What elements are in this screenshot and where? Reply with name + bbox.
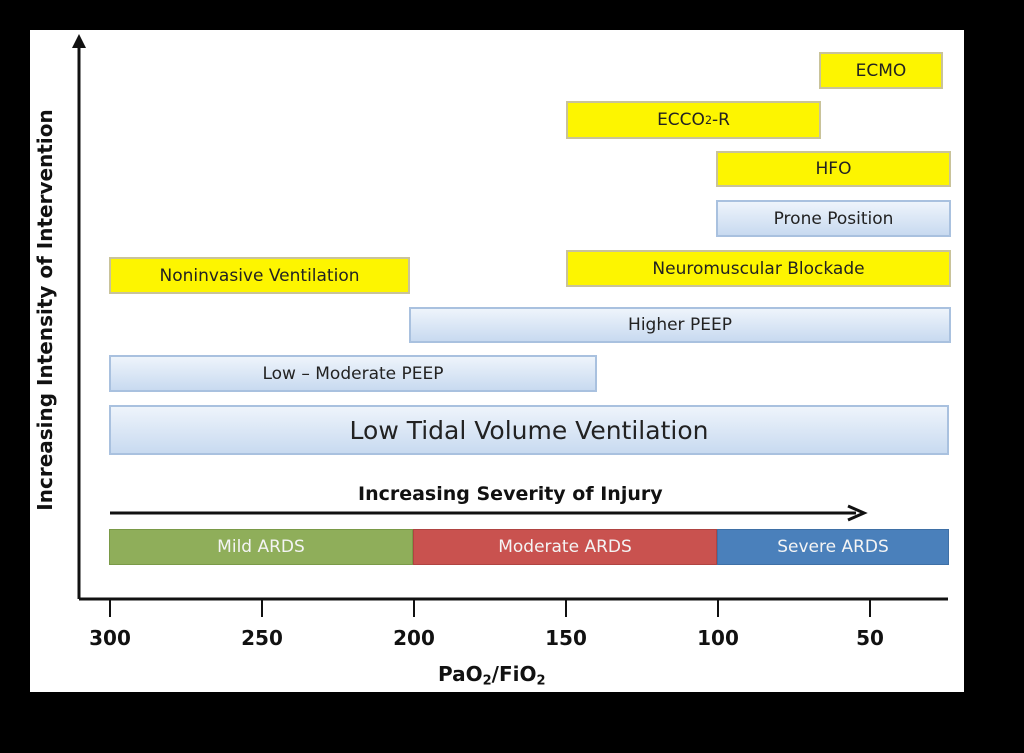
intervention-hfo: HFO	[716, 151, 951, 187]
x-tick-label: 100	[697, 626, 739, 650]
diagram-panel: Increasing Intensity of Intervention ECM…	[30, 30, 964, 692]
x-tick-label: 300	[89, 626, 131, 650]
x-tick-label: 200	[393, 626, 435, 650]
y-axis-label: Increasing Intensity of Intervention	[33, 109, 57, 511]
x-tick-label: 150	[545, 626, 587, 650]
axes-graphic	[72, 34, 948, 617]
intervention-ecmo: ECMO	[819, 52, 943, 89]
intervention-noninvasive-ventilation: Noninvasive Ventilation	[109, 257, 410, 294]
band-severe-ards: Severe ARDS	[717, 529, 949, 565]
intervention-neuromuscular-blockade: Neuromuscular Blockade	[566, 250, 951, 287]
intervention-prone-position: Prone Position	[716, 200, 951, 237]
x-tick-label: 250	[241, 626, 283, 650]
intervention-low-moderate-peep: Low – Moderate PEEP	[109, 355, 597, 392]
ecco2r-subscript: 2	[704, 113, 712, 127]
band-mild-ards: Mild ARDS	[109, 529, 413, 565]
severity-label: Increasing Severity of Injury	[358, 483, 663, 505]
intervention-higher-peep: Higher PEEP	[409, 307, 951, 343]
x-label-sub-1: 2	[482, 673, 492, 689]
x-label-fio: /FiO	[491, 662, 537, 686]
x-tick-label: 50	[856, 626, 884, 650]
x-label-sub-2: 2	[536, 673, 546, 689]
x-axis-label: PaO2/FiO2	[438, 662, 546, 688]
ecco2r-main-text: ECCO	[657, 110, 705, 130]
severity-arrowhead	[847, 504, 868, 522]
ecco2r-tail-text: -R	[711, 110, 730, 130]
intervention-low-tidal-volume-ventilation: Low Tidal Volume Ventilation	[109, 405, 949, 455]
band-moderate-ards: Moderate ARDS	[413, 529, 717, 565]
y-axis-arrowhead	[72, 34, 86, 48]
x-label-pao: PaO	[438, 662, 483, 686]
